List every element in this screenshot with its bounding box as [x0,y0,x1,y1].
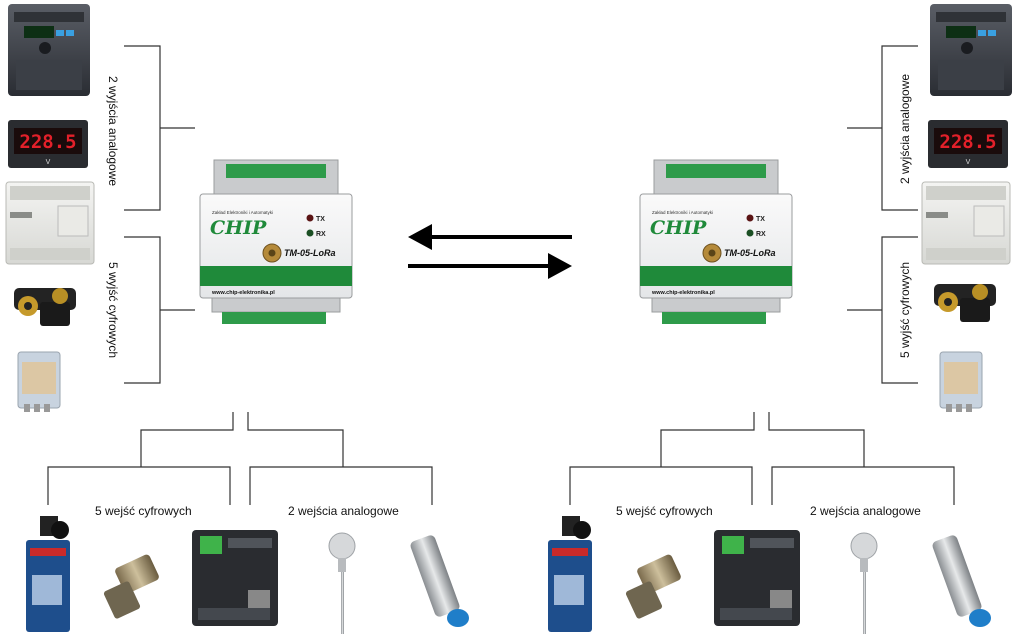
right-tm05-lora-module: Zakład Elektroniki i Automatyki CHIP TX … [639,159,793,324]
left-meter-unit: V [46,159,51,166]
pressure-sensor-icon [625,554,681,619]
left-digital-inputs-label: 5 wejść cyfrowych [95,504,192,518]
right-tx-led [746,214,754,222]
left-rx-led [306,229,314,237]
right-rx-label: RX [756,231,766,238]
left-analog-outputs-label: 2 wyjścia analogowe [106,76,120,187]
arrow-left-to-right [408,253,572,279]
inductive-sensor-icon [410,535,469,627]
right-digital-outputs-label: 5 wyjść cyfrowych [898,261,912,358]
relay-icon [17,351,61,412]
right-website: www.chip-elektronika.pl [651,290,715,296]
left-brand-caption: Zakład Elektroniki i Automatyki [212,210,273,215]
plc-icon [5,181,95,265]
inductive-sensor-icon [932,535,991,627]
pressure-sensor-icon [103,554,159,619]
left-brand-logo: CHIP [210,217,267,239]
left-model-label: TM-05-LoRa [284,248,336,258]
right-meter-unit: V [966,159,971,166]
temperature-probe-icon [328,532,356,634]
right-brand-caption: Zakład Elektroniki i Automatyki [652,210,713,215]
right-rx-led [746,229,754,237]
right-brand-logo: CHIP [650,217,707,239]
left-website: www.chip-elektronika.pl [211,290,275,296]
right-tx-label: TX [756,216,765,223]
left-tm05-lora-module: Zakład Elektroniki i Automatyki CHIP TX … [199,159,353,324]
right-analog-inputs-label: 2 wejścia analogowe [810,504,921,518]
right-output-bracket [847,45,918,384]
temperature-probe-icon [850,532,878,634]
relay-icon [939,351,983,412]
panel-meter-icon: 228.5 V [928,120,1008,168]
io-module-icon [714,530,800,626]
left-tx-led [306,214,314,222]
arrow-right-to-left [408,224,572,250]
left-digital-outputs-label: 5 wyjść cyfrowych [106,262,120,359]
limit-switch-icon [548,516,592,632]
left-analog-inputs-label: 2 wejścia analogowe [288,504,399,518]
left-tx-label: TX [316,216,325,223]
left-input-tree [47,412,433,505]
solenoid-valve-icon [934,284,996,322]
io-module-icon [192,530,278,626]
limit-switch-icon [26,516,70,632]
panel-meter-icon: 228.5 V [8,120,88,168]
left-rx-label: RX [316,231,326,238]
frequency-inverter-icon [8,4,90,96]
frequency-inverter-icon [930,4,1012,96]
left-meter-reading: 228.5 [19,131,76,153]
right-digital-inputs-label: 5 wejść cyfrowych [616,504,713,518]
right-analog-outputs-label: 2 wyjścia analogowe [898,73,912,184]
plc-icon [921,181,1011,265]
solenoid-valve-icon [14,288,76,326]
right-model-label: TM-05-LoRa [724,248,776,258]
left-output-bracket [124,45,195,384]
right-meter-reading: 228.5 [939,131,996,153]
right-input-tree [569,412,955,505]
